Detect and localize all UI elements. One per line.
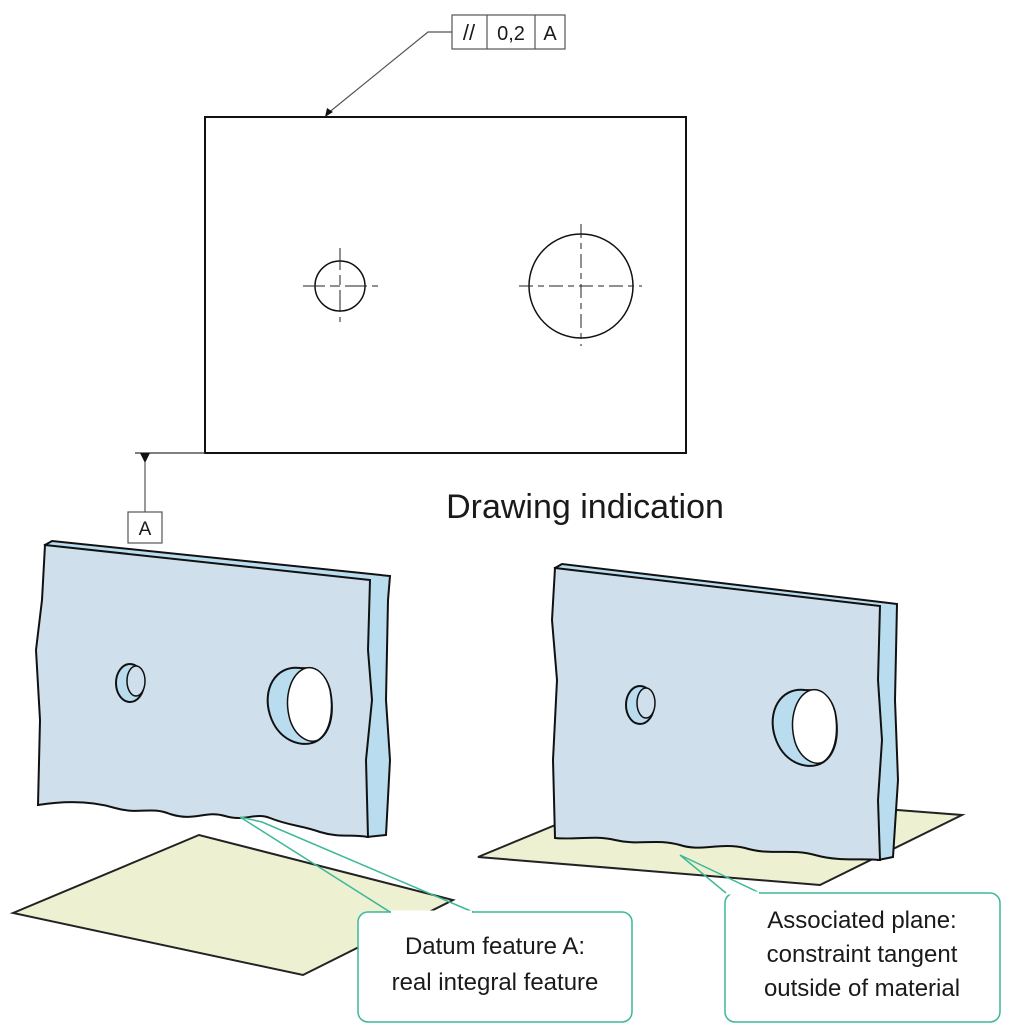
drawing-view — [204, 116, 687, 454]
datum-plane — [9, 833, 456, 977]
feature-control-frame: // 0,2 A — [325, 14, 566, 117]
callout-plane-line3: outside of material — [764, 975, 960, 1002]
caption: Drawing indication — [446, 488, 724, 526]
callout-datum-feature: Datum feature A: real integral feature — [239, 816, 633, 1023]
callout-datum-line1: Datum feature A: — [405, 933, 585, 960]
plate-on-plane — [550, 562, 900, 862]
tolerance-value: 0,2 — [497, 23, 525, 45]
real-plate — [34, 539, 392, 839]
datum-label: A — [139, 519, 152, 540]
datum-indicator: A — [127, 452, 205, 544]
datum-triangle-icon — [140, 453, 150, 463]
fcf-datum-ref: A — [543, 23, 557, 45]
callout-plane-line1: Associated plane: — [767, 907, 956, 934]
callout-associated-plane: Associated plane: constraint tangent out… — [679, 854, 1001, 1023]
leader-arrow-icon — [325, 108, 333, 117]
parallelism-symbol: // — [463, 20, 476, 45]
callout-datum-line2: real integral feature — [392, 969, 599, 996]
callout-plane-line2: constraint tangent — [767, 941, 958, 968]
